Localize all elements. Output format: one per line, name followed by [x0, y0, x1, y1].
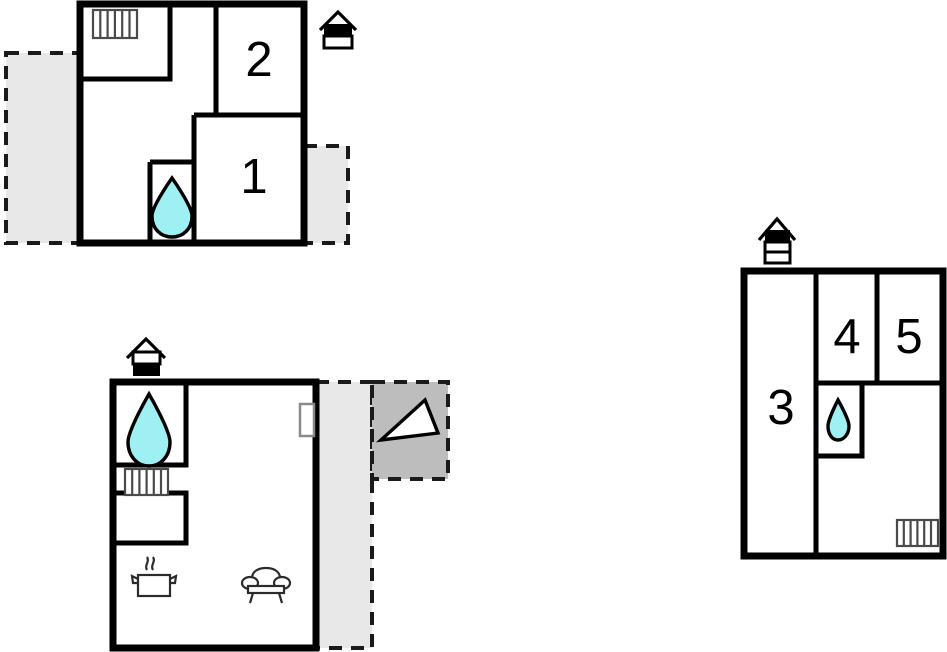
water-drop-icon	[826, 396, 851, 442]
level-upper-floor: 2 1	[4, 0, 358, 247]
parasol-icon	[375, 397, 441, 443]
room-number-2: 2	[245, 33, 272, 87]
radiator-icon	[123, 467, 170, 497]
ground-floor-outer-wall	[109, 378, 320, 652]
radiator-icon	[895, 518, 940, 548]
house-annex-icon	[757, 216, 797, 265]
radiator-icon	[91, 8, 139, 40]
annex-floor-outer-wall	[740, 267, 947, 560]
level-annex-floor: 3 4 5	[740, 216, 947, 560]
house-upper-icon	[318, 9, 358, 50]
terrace-left	[4, 51, 84, 245]
upper-floor-outer-wall	[76, 0, 308, 247]
level-ground-floor	[109, 336, 450, 652]
door-opening	[298, 402, 316, 438]
annex-bath-partition	[816, 383, 865, 459]
terrace-right	[302, 144, 350, 245]
house-ground-icon	[125, 336, 167, 376]
upper-partition-topleft	[83, 4, 173, 82]
room-number-4: 4	[833, 310, 860, 364]
room-number-3: 3	[767, 381, 794, 435]
room-number-1: 1	[240, 150, 267, 204]
water-drop-icon	[150, 175, 194, 239]
cooking-pot-icon	[130, 556, 178, 598]
water-drop-icon	[126, 390, 172, 468]
room-number-5: 5	[895, 310, 922, 364]
sofa-icon	[240, 566, 292, 604]
terrace-side	[314, 380, 374, 650]
